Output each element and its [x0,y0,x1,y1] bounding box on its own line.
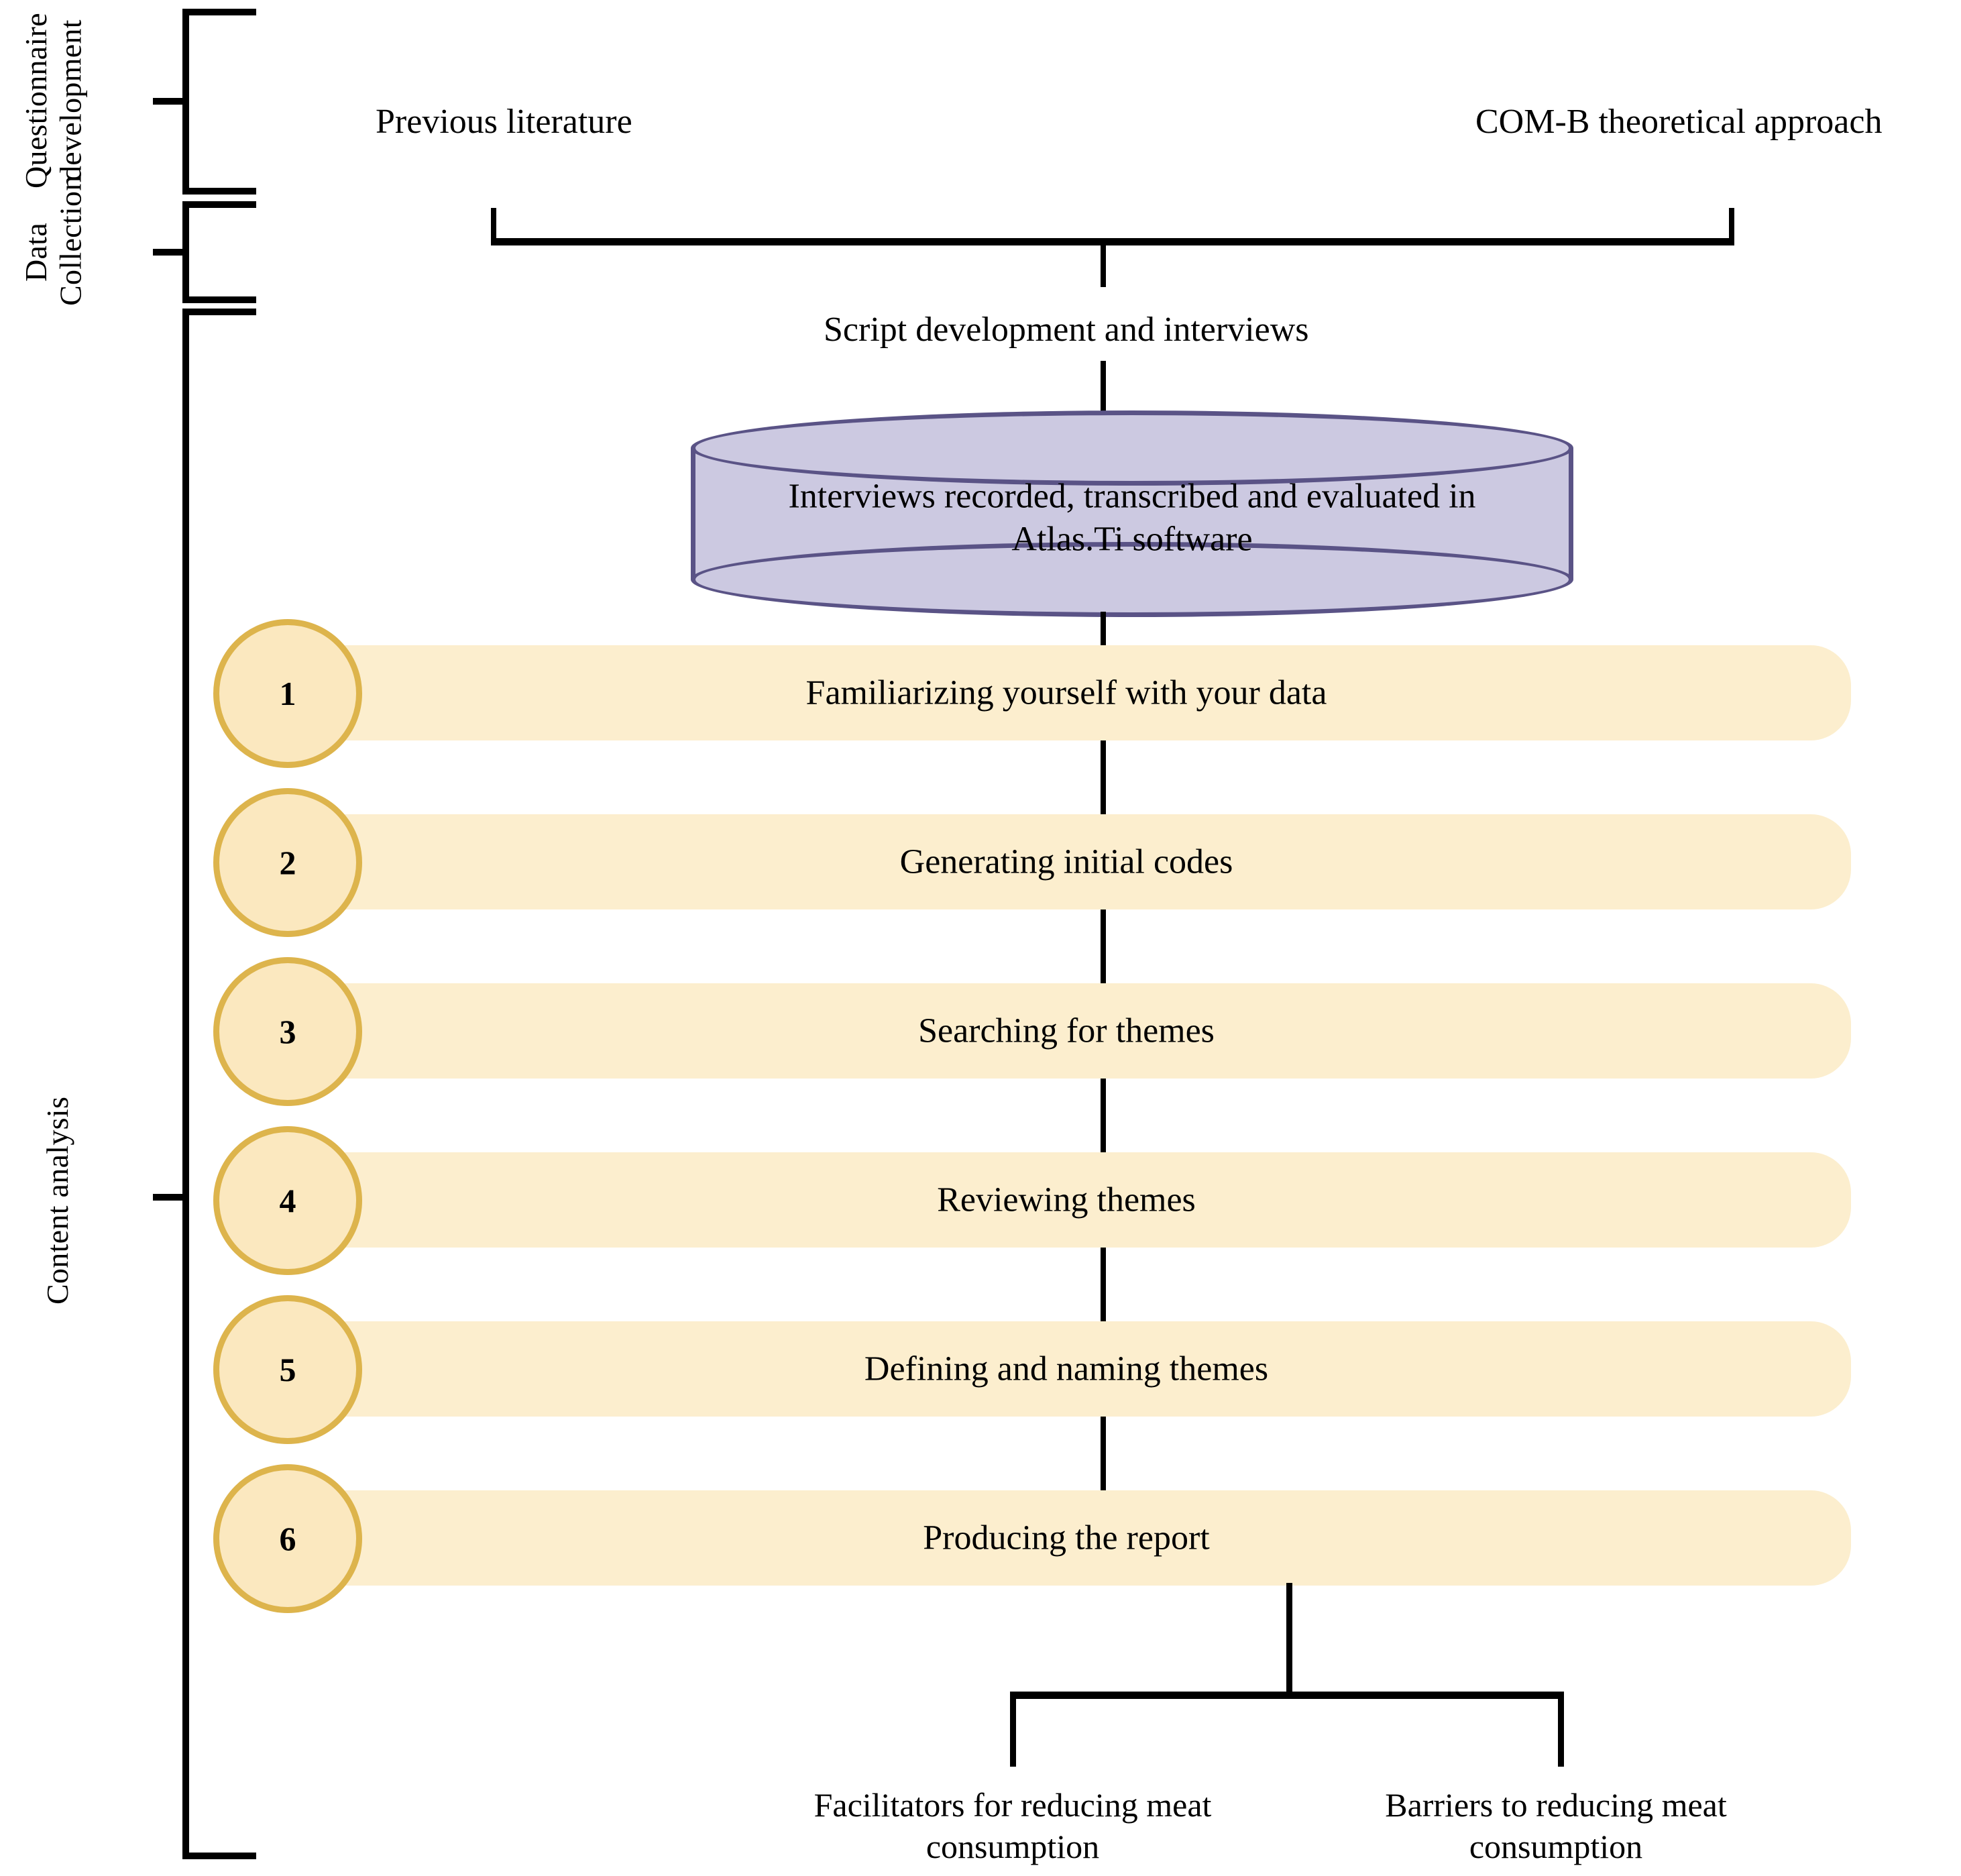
database-label: Interviews recorded, transcribed and eva… [788,477,1476,559]
connector-right-leg [1729,208,1734,243]
connector-outcome-right-leg [1558,1692,1564,1767]
connector-script-to-database [1101,361,1106,416]
stage-bracket-questionnaire [182,9,256,195]
input-label-previous-literature: Previous literature [376,103,632,141]
outcome-label-barriers: Barriers to reducing meat consumption [1385,1786,1727,1865]
step-bar-2[interactable]: Generating initial codes [282,814,1851,909]
connector-crossbar-top [491,238,1734,245]
stage-bracket-tick-questionnaire [153,98,186,105]
connector-stub-to-outcomes [1286,1583,1292,1696]
step-number-circle-5[interactable]: 5 [213,1295,362,1444]
step-bar-6[interactable]: Producing the report [282,1490,1851,1586]
connector-stub-to-script [1101,245,1106,287]
stage-label-data-collection: Data Collection [19,175,88,306]
step-label-2: Generating initial codes [899,842,1233,881]
stage-label-content-analysis: Content analysis [40,1096,74,1305]
spine-segment-3-4 [1101,1068,1106,1168]
connector-database-to-step1 [1101,612,1106,665]
spine-segment-2-3 [1101,899,1106,999]
step-bar-4[interactable]: Reviewing themes [282,1152,1851,1248]
step-bar-3[interactable]: Searching for themes [282,983,1851,1079]
connector-outcome-left-leg [1010,1692,1016,1767]
step-label-6: Producing the report [923,1519,1210,1557]
stage-bracket-tick-content-analysis [153,1194,186,1201]
input-label-comb-approach: COM-B theoretical approach [1475,103,1883,141]
spine-segment-4-5 [1101,1237,1106,1337]
step-number-circle-3[interactable]: 3 [213,957,362,1106]
step-number-circle-2[interactable]: 2 [213,788,362,937]
cylinder-top-ellipse [691,410,1573,486]
database-cylinder: Interviews recorded, transcribed and eva… [691,410,1573,617]
stage-bracket-data-collection [182,201,256,303]
spine-segment-5-6 [1101,1406,1106,1506]
step-bar-1[interactable]: Familiarizing yourself with your data [282,645,1851,740]
outcome-label-facilitators: Facilitators for reducing meat consumpti… [814,1786,1212,1865]
step-label-1: Familiarizing yourself with your data [805,673,1327,712]
step-number-circle-4[interactable]: 4 [213,1126,362,1275]
stage-label-questionnaire: Questionnaire development [19,13,88,188]
step-number-circle-1[interactable]: 1 [213,619,362,768]
stage-bracket-tick-data-collection [153,249,186,256]
spine-segment-1-2 [1101,731,1106,832]
step-label-4: Reviewing themes [937,1180,1196,1219]
step-number-circle-6[interactable]: 6 [213,1464,362,1613]
script-development-label: Script development and interviews [824,311,1309,349]
cylinder-bottom-ellipse [691,542,1573,617]
connector-crossbar-outcomes [1010,1692,1564,1699]
connector-left-leg [491,208,496,243]
step-label-5: Defining and naming themes [864,1349,1269,1388]
step-label-3: Searching for themes [918,1011,1215,1050]
stage-bracket-content-analysis [182,309,256,1859]
step-bar-5[interactable]: Defining and naming themes [282,1321,1851,1417]
